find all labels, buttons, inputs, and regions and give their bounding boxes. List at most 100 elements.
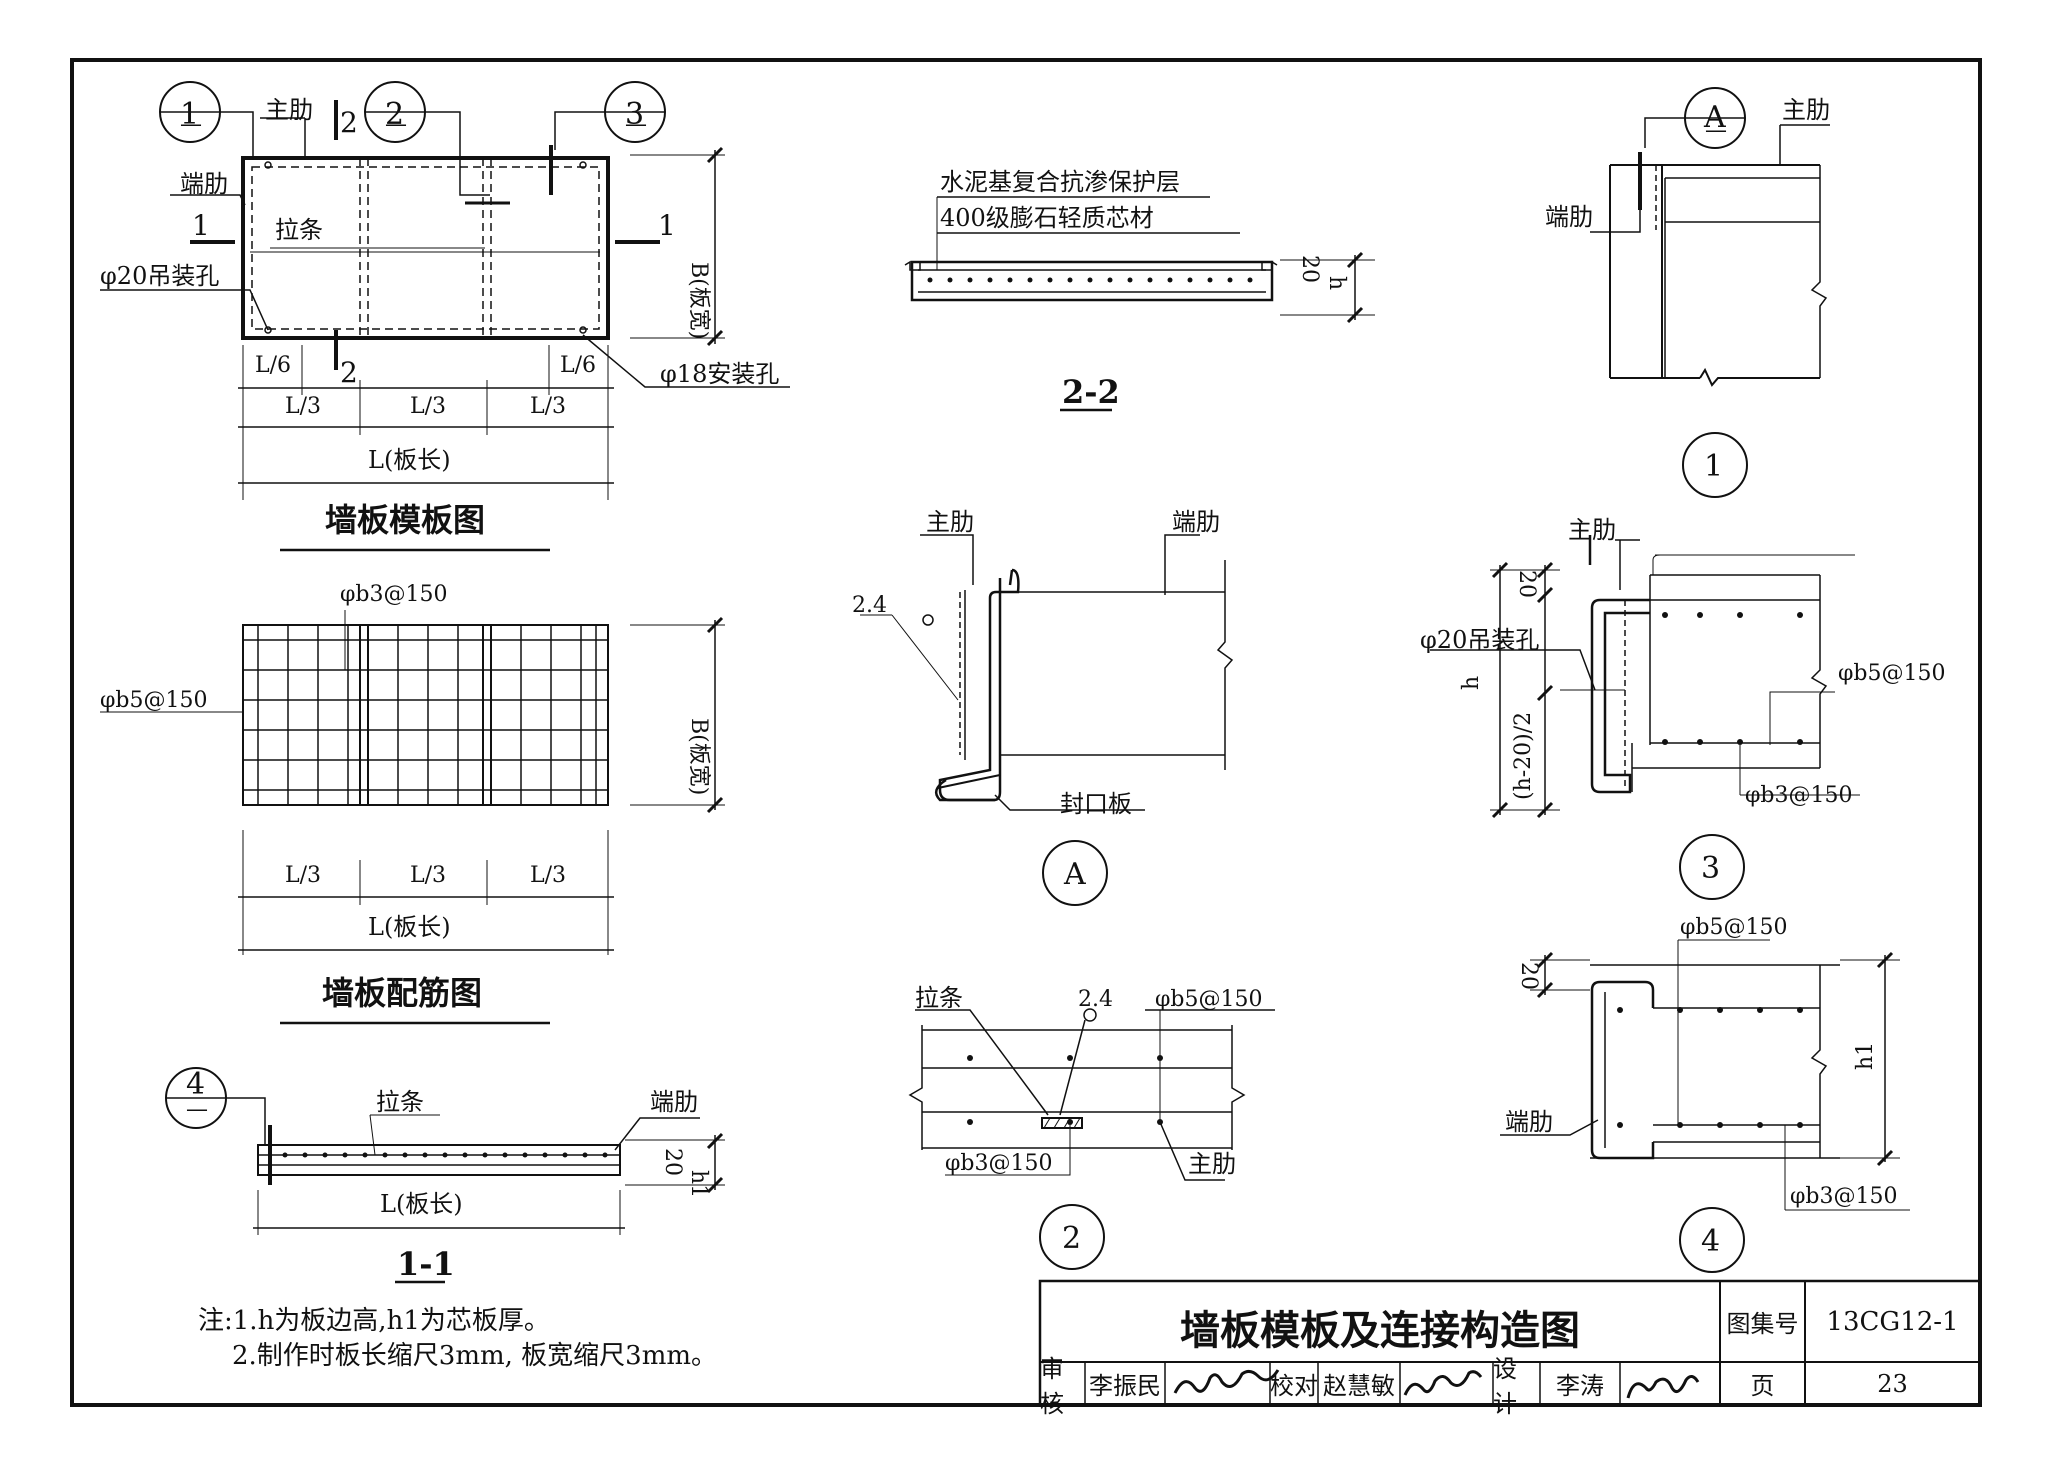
detail3-dim20: 20 bbox=[1514, 570, 1539, 598]
detail2-dim24: 2.4 bbox=[1078, 987, 1113, 1012]
section11-end-rib-label: 端肋 bbox=[650, 1088, 698, 1116]
detail-2 bbox=[908, 1008, 1275, 1270]
detail4-b3: φb3@150 bbox=[1790, 1184, 1897, 1209]
detailA-dim24: 2.4 bbox=[852, 593, 887, 618]
callout-4-number: 4 bbox=[186, 1067, 205, 1102]
design-label: 设计 bbox=[1493, 1354, 1517, 1418]
rebar-labels: φb3@150 φb5@150 B(板宽) L/3 L/3 L/3 L(板长) … bbox=[100, 582, 711, 1025]
rebar-length-label: L(板长) bbox=[368, 913, 451, 941]
note-2: 2.制作时板长缩尺3mm, 板宽缩尺3mm。 bbox=[232, 1341, 718, 1371]
review-label: 审核 bbox=[1040, 1354, 1064, 1418]
detail1-A-marker: A bbox=[1703, 100, 1726, 135]
callout-2-number: 2 bbox=[385, 97, 404, 132]
formwork-title: 墙板模板图 bbox=[325, 501, 485, 539]
tie-bar-label: 拉条 bbox=[275, 216, 323, 244]
detail-3-labels: 主肋 20 φ20吊装孔 h (h-20)/2 φb5@150 φb3@150 … bbox=[1420, 516, 1945, 886]
section22-dim20: 20 bbox=[1297, 255, 1322, 283]
detail3-b3: φb3@150 bbox=[1745, 783, 1852, 808]
drawing-title: 墙板模板及连接构造图 bbox=[1180, 1308, 1580, 1354]
detail1-marker: 1 bbox=[1704, 449, 1723, 484]
section22-h: h bbox=[1324, 276, 1349, 290]
detail-a-labels: 主肋 端肋 2.4 封口板 A bbox=[852, 508, 1220, 892]
section-2-2 bbox=[904, 196, 1375, 412]
formwork-labels: 1 — 2 — 3 — 主肋 2 2 端肋 1 1 拉条 φ20吊装孔 φ18安… bbox=[100, 96, 779, 552]
detailA-marker: A bbox=[1063, 857, 1086, 892]
designer-signature bbox=[1626, 1375, 1700, 1399]
detail4-dim20: 20 bbox=[1516, 962, 1541, 990]
atlas-label: 图集号 bbox=[1726, 1310, 1799, 1338]
lift-hole-label: φ20吊装孔 bbox=[100, 262, 219, 290]
install-hole-label: φ18安装孔 bbox=[660, 360, 779, 388]
rebar-plan bbox=[100, 610, 725, 955]
callout-2-dash: — bbox=[385, 112, 407, 137]
section11-h1: h1 bbox=[686, 1170, 711, 1198]
detail3-lift-hole: φ20吊装孔 bbox=[1420, 626, 1539, 654]
detail-3 bbox=[1430, 535, 1860, 900]
detail3-marker: 3 bbox=[1701, 851, 1720, 886]
section-2-top-mark: 2 bbox=[340, 106, 358, 139]
rebar-l3-2: L/3 bbox=[410, 863, 446, 888]
end-rib-label: 端肋 bbox=[180, 170, 228, 198]
sheet-border bbox=[70, 58, 1982, 1407]
detail1-A-dash: — bbox=[1705, 118, 1727, 143]
rebar-width-label: B(板宽) bbox=[686, 718, 711, 795]
detail-4-labels: φb5@150 20 h1 端肋 φb3@150 4 bbox=[1505, 915, 1897, 1259]
title-block-frame bbox=[1038, 1279, 1982, 1407]
reviewer-name: 李振民 bbox=[1089, 1372, 1161, 1400]
seal-plate-label: 封口板 bbox=[1060, 790, 1132, 818]
l6-right-label: L/6 bbox=[560, 353, 596, 378]
section-1-1-labels: 4 — 拉条 端肋 20 h1 L(板长) 1-1 bbox=[186, 1067, 711, 1283]
detail3-main-rib: 主肋 bbox=[1568, 516, 1616, 544]
check-label: 校对 bbox=[1270, 1372, 1318, 1400]
atlas-number: 13CG12-1 bbox=[1826, 1306, 1959, 1337]
detail2-marker: 2 bbox=[1062, 1221, 1081, 1256]
callout-3-dash: — bbox=[625, 112, 647, 137]
detail4-marker: 4 bbox=[1701, 1224, 1720, 1259]
section-1-left-mark: 1 bbox=[192, 209, 210, 242]
detailA-main-rib: 主肋 bbox=[926, 508, 974, 536]
detailA-end-rib: 端肋 bbox=[1172, 508, 1220, 536]
rebar-title: 墙板配筋图 bbox=[322, 974, 482, 1012]
callout-1-number: 1 bbox=[180, 97, 199, 132]
detail1-end-rib: 端肋 bbox=[1545, 203, 1593, 231]
rebar-l3-1: L/3 bbox=[285, 863, 321, 888]
detail2-b5-label: φb5@150 bbox=[1155, 987, 1262, 1012]
detail1-main-rib: 主肋 bbox=[1782, 96, 1830, 124]
panel-width-label: B(板宽) bbox=[686, 262, 711, 339]
panel-length-label: L(板长) bbox=[368, 446, 451, 474]
callout-3-number: 3 bbox=[625, 97, 644, 132]
detail2-main-rib: 主肋 bbox=[1188, 1150, 1236, 1178]
checker-name: 赵慧敏 bbox=[1323, 1372, 1395, 1400]
section11-length-label: L(板长) bbox=[380, 1190, 463, 1218]
detail-a bbox=[860, 534, 1234, 906]
detail-1 bbox=[1590, 87, 1830, 498]
rebar-b5-label: φb5@150 bbox=[100, 688, 207, 713]
page-label: 页 bbox=[1750, 1372, 1775, 1400]
detail2-tie-label: 拉条 bbox=[915, 984, 963, 1012]
detail4-b5: φb5@150 bbox=[1680, 915, 1787, 940]
note-1: 注:1.h为板边高,h1为芯板厚。 bbox=[198, 1306, 550, 1336]
detail-4 bbox=[1500, 939, 1910, 1273]
reviewer-signature bbox=[1173, 1369, 1280, 1394]
section11-tie-label: 拉条 bbox=[376, 1088, 424, 1116]
callout-1-dash: — bbox=[180, 112, 202, 137]
checker-signature bbox=[1403, 1370, 1483, 1396]
main-rib-label: 主肋 bbox=[265, 96, 313, 124]
detail2-b3-label: φb3@150 bbox=[945, 1151, 1052, 1176]
layer2-label: 400级膨石轻质芯材 bbox=[940, 204, 1154, 232]
l3-label-1: L/3 bbox=[285, 394, 321, 419]
layer1-label: 水泥基复合抗渗保护层 bbox=[940, 168, 1180, 196]
l3-label-3: L/3 bbox=[530, 394, 566, 419]
rebar-b3-label: φb3@150 bbox=[340, 582, 447, 607]
section-2-2-labels: 水泥基复合抗渗保护层 400级膨石轻质芯材 20 h 2-2 bbox=[940, 168, 1349, 411]
designer-name: 李涛 bbox=[1556, 1372, 1604, 1400]
formwork-plan bbox=[100, 81, 790, 500]
section-1-right-mark: 1 bbox=[658, 209, 676, 242]
section22-title: 2-2 bbox=[1062, 373, 1120, 411]
section11-title: 1-1 bbox=[397, 1245, 455, 1283]
page-number: 23 bbox=[1877, 1369, 1908, 1398]
section-1-1 bbox=[165, 1067, 725, 1284]
callout-4-dash: — bbox=[186, 1097, 208, 1122]
section-2-bottom-mark: 2 bbox=[340, 356, 358, 389]
